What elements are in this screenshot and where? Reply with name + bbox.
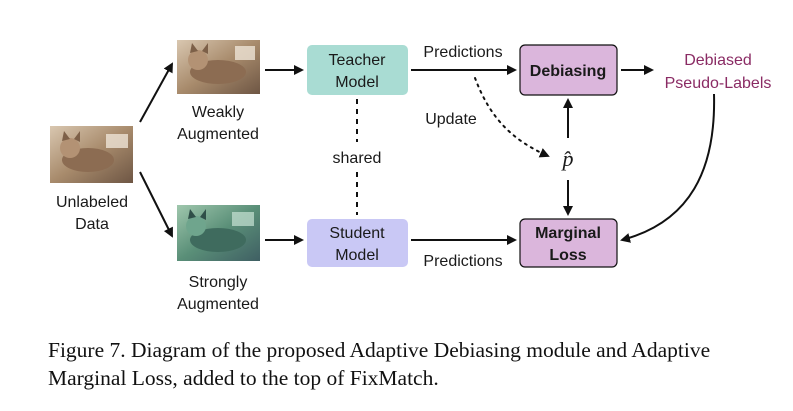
weak-label-line1: Weakly: [192, 104, 244, 121]
adaptive-debiasing-diagram: Unlabeled Data Weakly Augmented Strongly…: [50, 40, 772, 313]
shared-label: shared: [333, 150, 382, 167]
strong-label-line1: Strongly: [189, 274, 248, 291]
teacher-label-line2: Model: [335, 74, 379, 91]
strongly-augmented-image: [177, 205, 260, 261]
phat-label: p̂: [561, 146, 574, 171]
update-label: Update: [425, 111, 477, 128]
arrow-unlabeled-to-weak: [139, 62, 173, 123]
weakly-augmented-image: [177, 40, 260, 94]
predictions-top-label: Predictions: [423, 44, 502, 61]
student-label-line1: Student: [329, 225, 385, 242]
unlabeled-data-image: [50, 126, 133, 183]
unlabeled-label-line1: Unlabeled: [56, 194, 128, 211]
debiasing-box: [519, 44, 618, 96]
pseudo-label-line1: Debiased: [684, 52, 752, 69]
predictions-bottom-label: Predictions: [423, 253, 502, 270]
marginal-label-line1: Marginal: [535, 225, 601, 242]
unlabeled-label-line2: Data: [75, 216, 109, 233]
figure-caption: Figure 7. Diagram of the proposed Adapti…: [48, 338, 711, 390]
marginal-label-line2: Loss: [549, 247, 586, 264]
weak-label-line2: Augmented: [177, 126, 259, 143]
student-label-line2: Model: [335, 247, 379, 264]
teacher-model-box: [307, 45, 408, 95]
marginal-loss-box: [519, 218, 618, 268]
student-model-box: [307, 219, 408, 267]
arrow-pseudo-to-marginal: [620, 93, 716, 243]
pseudo-label-line2: Pseudo-Labels: [665, 75, 772, 92]
debiasing-label: Debiasing: [530, 63, 606, 80]
strong-label-line2: Augmented: [177, 296, 259, 313]
teacher-label-line1: Teacher: [329, 52, 387, 69]
arrow-unlabeled-to-strong: [139, 171, 173, 238]
arrow-update-dotted: [474, 77, 550, 158]
